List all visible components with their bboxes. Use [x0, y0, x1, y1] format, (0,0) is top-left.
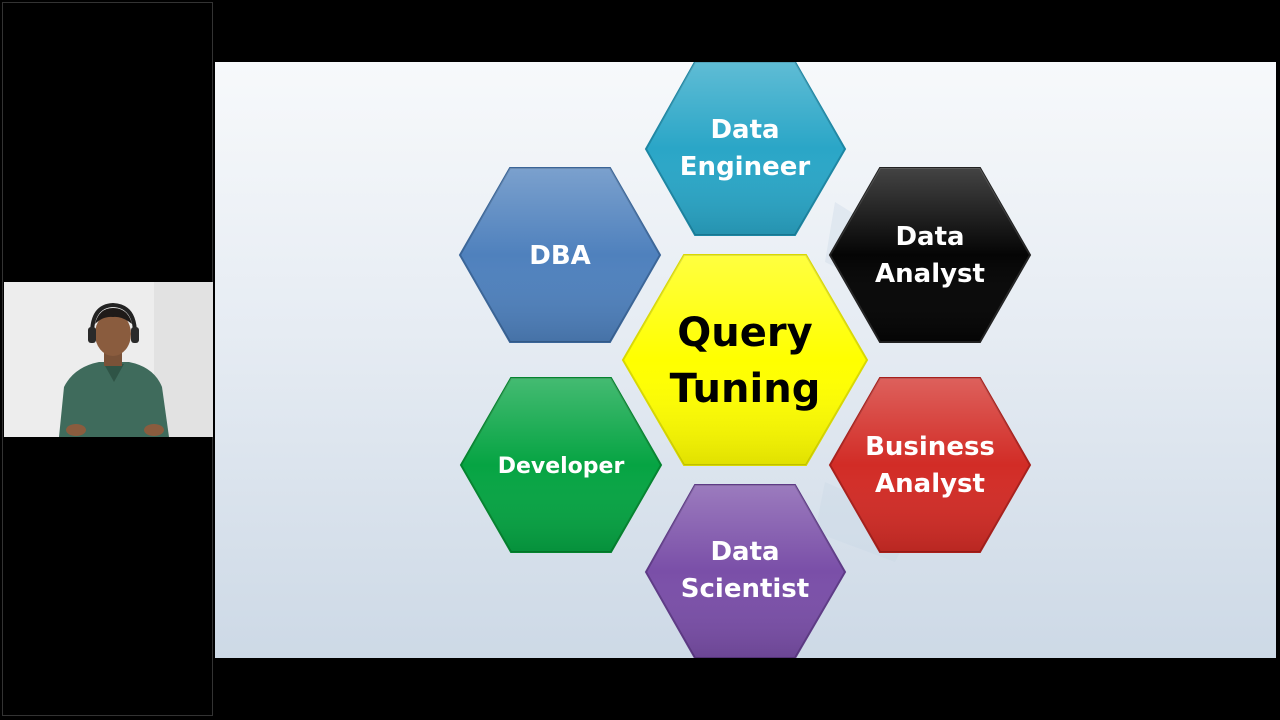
- business-analyst-label-line-1: Business: [865, 432, 995, 462]
- center-hexagon-query-tuning: Query Tuning: [621, 254, 869, 466]
- presentation-slide: Query Tuning Data Engineer Data Analyst: [215, 62, 1276, 658]
- dba-label: DBA: [529, 241, 591, 271]
- hexagon-dba: DBA: [458, 167, 662, 343]
- data-engineer-label-line-2: Engineer: [680, 152, 811, 182]
- hexagon-developer: Developer: [459, 377, 663, 553]
- hexagon-data-analyst: Data Analyst: [828, 167, 1032, 343]
- presenter-image: [4, 282, 213, 437]
- hexagon-data-engineer: Data Engineer: [644, 62, 847, 236]
- center-label-line-1: Query: [677, 310, 812, 356]
- query-tuning-hexagon-diagram: Query Tuning Data Engineer Data Analyst: [458, 62, 1032, 658]
- hexagon-data-scientist: Data Scientist: [644, 484, 847, 658]
- data-scientist-label-line-2: Scientist: [681, 574, 809, 604]
- data-analyst-label-line-1: Data: [895, 222, 964, 252]
- developer-label: Developer: [498, 454, 625, 479]
- data-engineer-label-line-1: Data: [710, 115, 779, 145]
- data-scientist-label-line-1: Data: [710, 537, 779, 567]
- data-analyst-label-line-2: Analyst: [875, 259, 985, 289]
- business-analyst-label-line-2: Analyst: [875, 469, 985, 499]
- hexagon-business-analyst: Business Analyst: [828, 377, 1032, 553]
- presenter-webcam: [4, 282, 213, 437]
- center-label-line-2: Tuning: [670, 366, 821, 412]
